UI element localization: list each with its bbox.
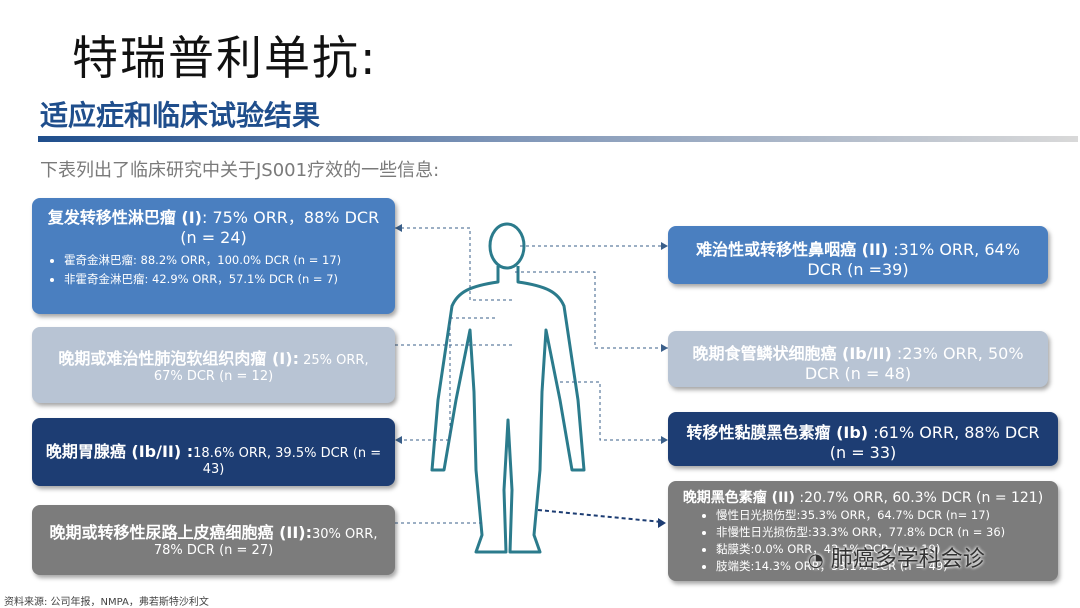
indication-box-gastric: 晚期胃腺癌 (Ib/II) :18.6% ORR, 39.5% DCR (n =… bbox=[32, 418, 395, 486]
indication-result: 25% ORR, 67% DCR (n = 12) bbox=[153, 353, 369, 384]
indication-box-melanoma: 晚期黑色素瘤 (II) :20.7% ORR, 60.3% DCR (n = 1… bbox=[668, 481, 1058, 581]
indication-box-sarcoma: 晚期或难治性肺泡软组织肉瘤 (I): 25% ORR, 67% DCR (n =… bbox=[32, 327, 395, 403]
melanoma-connector bbox=[537, 509, 663, 523]
indication-result: :20.7% ORR, 60.3% DCR (n = 121) bbox=[794, 490, 1044, 506]
indication-head: 晚期食管鳞状细胞癌 (Ib/II) bbox=[692, 344, 892, 363]
intro-text: 下表列出了临床研究中关于JS001疗效的一些信息: bbox=[40, 160, 440, 181]
indication-result: 18.6% ORR, 39.5% DCR (n = 43) bbox=[193, 446, 382, 477]
indication-result: :23% ORR, 50% DCR (n = 48) bbox=[804, 344, 1024, 383]
title-divider bbox=[38, 136, 1078, 142]
indication-head: 晚期或难治性肺泡软组织肉瘤 (I): bbox=[58, 349, 299, 368]
connector-lines bbox=[395, 227, 668, 524]
indication-head: 难治性或转移性鼻咽癌 (II) bbox=[696, 240, 889, 259]
connector-arrows bbox=[395, 224, 668, 528]
indication-box-nasopharyngeal: 难治性或转移性鼻咽癌 (II) :31% ORR, 64% DCR (n =39… bbox=[668, 226, 1048, 284]
indication-box-lymphoma: 复发转移性淋巴瘤 (I): 75% ORR，88% DCR (n = 24) 霍… bbox=[32, 198, 395, 314]
subtype-list: 慢性日光损伤型:35.3% ORR，64.7% DCR (n= 17) 非慢性日… bbox=[678, 507, 1048, 575]
list-item: 非霍奇金淋巴瘤: 42.9% ORR，57.1% DCR (n = 7) bbox=[64, 270, 385, 289]
page-title: 特瑞普利单抗: bbox=[72, 31, 378, 85]
indication-result: 30% ORR, 78% DCR (n = 27) bbox=[153, 527, 378, 558]
source-note: 资料来源: 公司年报，NMPA，弗若斯特沙利文 bbox=[4, 597, 209, 608]
indication-head: 转移性黏膜黑色素瘤 (Ib) bbox=[686, 423, 869, 442]
indication-head: 复发转移性淋巴瘤 (I) bbox=[47, 208, 202, 227]
list-item: 霍奇金淋巴瘤: 88.2% ORR，100.0% DCR (n = 17) bbox=[64, 251, 385, 270]
list-item: 黏膜类:0.0% ORR，42.1% DCR (n = 19) bbox=[716, 541, 1048, 558]
list-item: 慢性日光损伤型:35.3% ORR，64.7% DCR (n= 17) bbox=[716, 507, 1048, 524]
indication-head: 晚期黑色素瘤 (II) bbox=[682, 490, 795, 506]
indication-result: :61% ORR, 88% DCR (n = 33) bbox=[829, 423, 1040, 462]
indication-head: 晚期胃腺癌 (Ib/II) : bbox=[45, 442, 194, 461]
indication-box-mucosal-melanoma: 转移性黏膜黑色素瘤 (Ib) :61% ORR, 88% DCR (n = 33… bbox=[668, 412, 1058, 466]
indication-head: 晚期或转移性尿路上皮癌细胞癌 (II): bbox=[49, 523, 313, 542]
indication-result: :31% ORR, 64% DCR (n =39) bbox=[807, 240, 1020, 279]
list-item: 非慢性日光损伤型:33.3% ORR，77.8% DCR (n = 36) bbox=[716, 524, 1048, 541]
body-outline bbox=[430, 222, 586, 554]
wechat-icon: ◔ bbox=[808, 550, 824, 571]
list-item: 肢端类:14.3% ORR，53.1% DCR (n = 49) bbox=[716, 558, 1048, 575]
indication-box-urothelial: 晚期或转移性尿路上皮癌细胞癌 (II):30% ORR, 78% DCR (n … bbox=[32, 505, 395, 575]
indication-result: : 75% ORR，88% DCR (n = 24) bbox=[180, 208, 380, 247]
indication-box-esophageal: 晚期食管鳞状细胞癌 (Ib/II) :23% ORR, 50% DCR (n =… bbox=[668, 331, 1048, 387]
watermark: ◔ 肺癌多学科会诊 bbox=[808, 547, 985, 572]
subtype-list: 霍奇金淋巴瘤: 88.2% ORR，100.0% DCR (n = 17) 非霍… bbox=[42, 251, 385, 289]
section-subtitle: 适应症和临床试验结果 bbox=[40, 99, 321, 132]
